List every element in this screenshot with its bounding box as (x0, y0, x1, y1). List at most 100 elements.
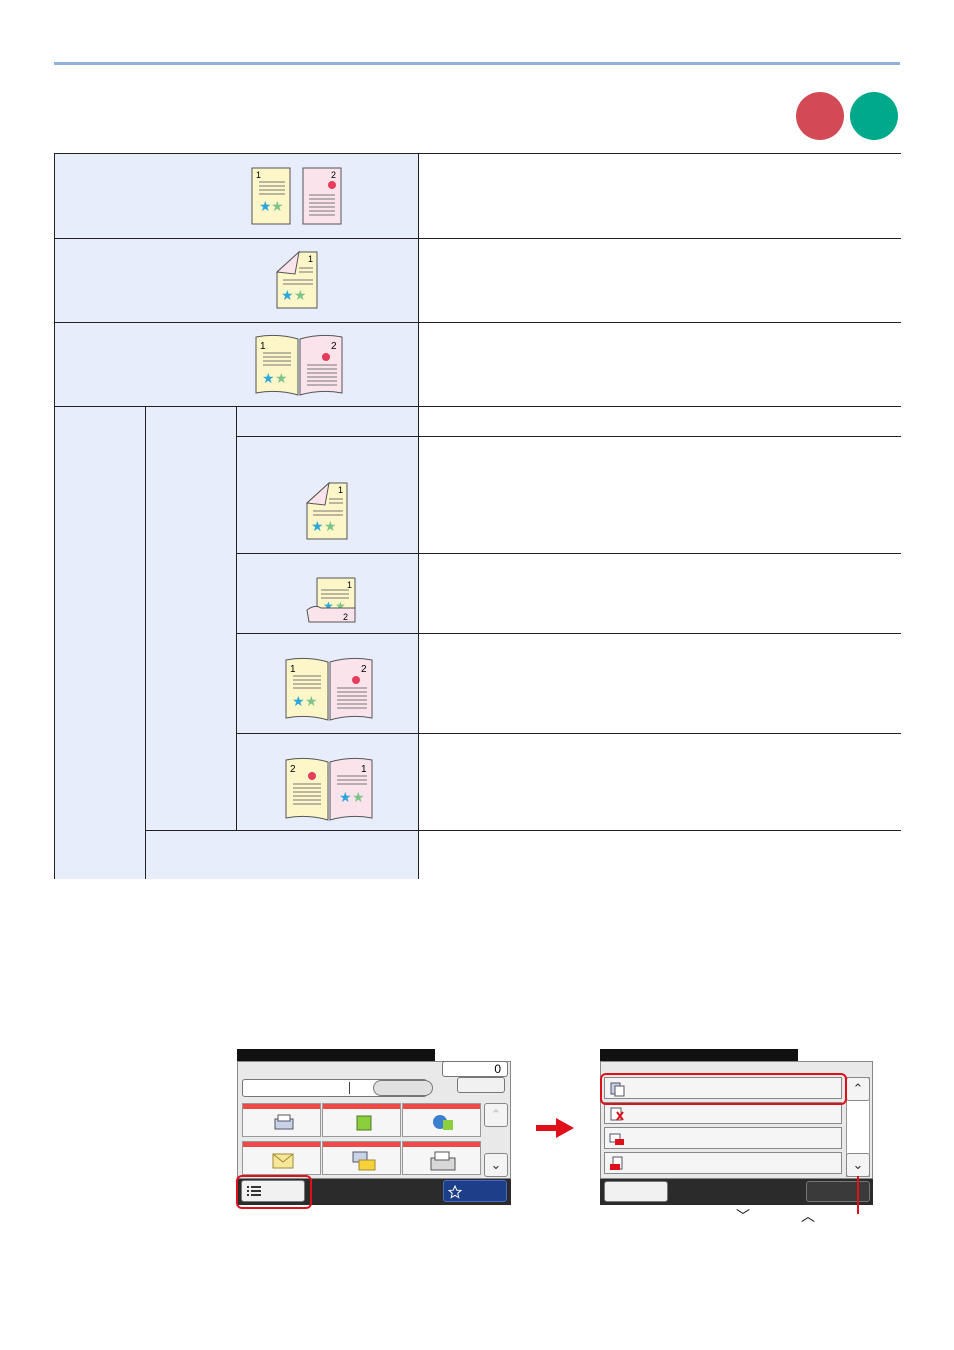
menu-item-pdf[interactable] (604, 1102, 842, 1124)
original-size-highlight (600, 1073, 847, 1105)
two-separate-pages-icon: 1 ★★ 2 (251, 167, 342, 225)
row-4c-desc-cell (419, 554, 901, 634)
row-4a-label-cell (237, 407, 419, 437)
menu-scroll-down-button[interactable]: ⌄ (846, 1153, 870, 1177)
row-2-desc-cell (419, 239, 901, 323)
row-5-desc-cell (419, 831, 901, 879)
row-4d-label-cell: 1 2 ★★ (237, 634, 419, 734)
row-4e-desc-cell (419, 734, 901, 831)
duplex-page-icon: 1 ★★ (305, 481, 348, 540)
svg-text:★: ★ (281, 287, 294, 303)
svg-text:2: 2 (361, 664, 367, 675)
original-size-icon (610, 1082, 625, 1097)
internet-fax-tile[interactable] (402, 1103, 481, 1137)
svg-text:★: ★ (305, 693, 318, 709)
status-bar (237, 1049, 435, 1061)
svg-text:1: 1 (338, 485, 343, 495)
scroll-up-button[interactable]: ⌃ (484, 1103, 508, 1127)
svg-text:1: 1 (361, 764, 367, 775)
svg-text:2: 2 (331, 170, 336, 180)
chevron-up-icon: ︿ (801, 1208, 815, 1224)
home-screen-screenshot: 0 ⌃ ⌄ (237, 1049, 511, 1207)
function-menu-button[interactable] (241, 1180, 305, 1202)
function-menu-screenshot: ⌃ ⌄ (600, 1049, 873, 1207)
fax-tile[interactable] (402, 1141, 481, 1175)
svg-text:1: 1 (290, 664, 296, 675)
svg-text:2: 2 (290, 764, 296, 775)
row-5-label-cell (146, 831, 419, 879)
row-4b-label-cell: 1 ★★ (237, 437, 419, 554)
svg-text:★: ★ (339, 789, 352, 805)
svg-text:2: 2 (331, 341, 337, 352)
menu-close-button[interactable] (806, 1181, 870, 1202)
row-4-group-cell (55, 407, 146, 879)
svg-text:1: 1 (308, 254, 313, 264)
open-book-left-binding-icon: 1 2 ★★ (285, 657, 373, 721)
send-icon (356, 1115, 372, 1131)
row-3-label-cell: 1 2 ★★ (55, 323, 419, 407)
next-step-arrow (536, 1118, 574, 1138)
color-icon (609, 1133, 624, 1145)
row-1-label-cell: 1 ★★ 2 (55, 154, 419, 239)
folder-icon (352, 1151, 376, 1171)
svg-text:1: 1 (260, 341, 266, 352)
counter-button[interactable] (457, 1077, 505, 1093)
row-4-subgroup-cell (146, 407, 237, 831)
function-menu-highlight (236, 1175, 312, 1209)
svg-text:2: 2 (343, 612, 348, 622)
menu-item-original-size[interactable] (604, 1077, 842, 1099)
row-2-label-cell: 1 ★★ (55, 239, 419, 323)
svg-text:★: ★ (352, 789, 365, 805)
dpi-icon (610, 1156, 623, 1170)
svg-text:★: ★ (335, 599, 346, 613)
row-4a-desc-cell (419, 407, 901, 437)
email-icon (272, 1153, 294, 1169)
svg-text:1: 1 (256, 170, 261, 180)
svg-text:★: ★ (294, 287, 307, 303)
svg-text:★: ★ (275, 370, 288, 386)
function-menu-icon (247, 1186, 261, 1196)
svg-text:1: 1 (347, 580, 352, 590)
duplex-page-icon: 1 ★★ (275, 250, 318, 309)
svg-text:★: ★ (311, 518, 324, 534)
svg-text:★: ★ (262, 370, 275, 386)
svg-text:★: ★ (292, 693, 305, 709)
open-book-icon: 1 2 ★★ (255, 334, 343, 396)
pdf-icon (610, 1107, 624, 1121)
menu-item-color[interactable] (604, 1127, 842, 1149)
search-button[interactable] (373, 1080, 433, 1096)
copy-icon (274, 1114, 294, 1130)
row-4d-desc-cell (419, 634, 901, 734)
chevron-down-icon: ﹀ (736, 1208, 750, 1224)
svg-text:★: ★ (324, 518, 337, 534)
green-mode-badge (850, 92, 898, 140)
folder-tile[interactable] (322, 1141, 401, 1175)
fax-icon (430, 1151, 456, 1171)
svg-text:★: ★ (271, 198, 284, 214)
header-rule (54, 62, 900, 65)
open-book-right-binding-icon: 2 1 ★★ (285, 757, 373, 821)
search-divider (349, 1082, 350, 1094)
svg-text:★: ★ (259, 198, 272, 214)
settings-table: 1 ★★ 2 1 ★★ 1 2 ★★ (54, 153, 901, 879)
job-counter: 0 (442, 1061, 508, 1077)
copy-tile[interactable] (242, 1103, 321, 1137)
internet-fax-icon (433, 1115, 453, 1130)
callout-line (857, 1176, 859, 1214)
scroll-down-button[interactable]: ⌄ (484, 1153, 508, 1177)
row-4e-label-cell: 2 1 ★★ (237, 734, 419, 831)
favorites-button[interactable] (443, 1180, 507, 1202)
red-mode-badge (796, 92, 844, 140)
send-tile[interactable] (322, 1103, 401, 1137)
row-4b-desc-cell (419, 437, 901, 554)
menu-scroll-up-button[interactable]: ⌃ (846, 1077, 870, 1101)
email-tile[interactable] (242, 1141, 321, 1175)
menu-item-resolution[interactable] (604, 1152, 842, 1174)
favorites-icon (448, 1185, 462, 1199)
row-4c-label-cell: 1 ★★ 2 (237, 554, 419, 634)
svg-text:★: ★ (323, 599, 334, 613)
status-bar (600, 1049, 798, 1061)
row-3-desc-cell (419, 323, 901, 407)
menu-back-button[interactable] (604, 1181, 668, 1202)
row-1-desc-cell (419, 154, 901, 239)
